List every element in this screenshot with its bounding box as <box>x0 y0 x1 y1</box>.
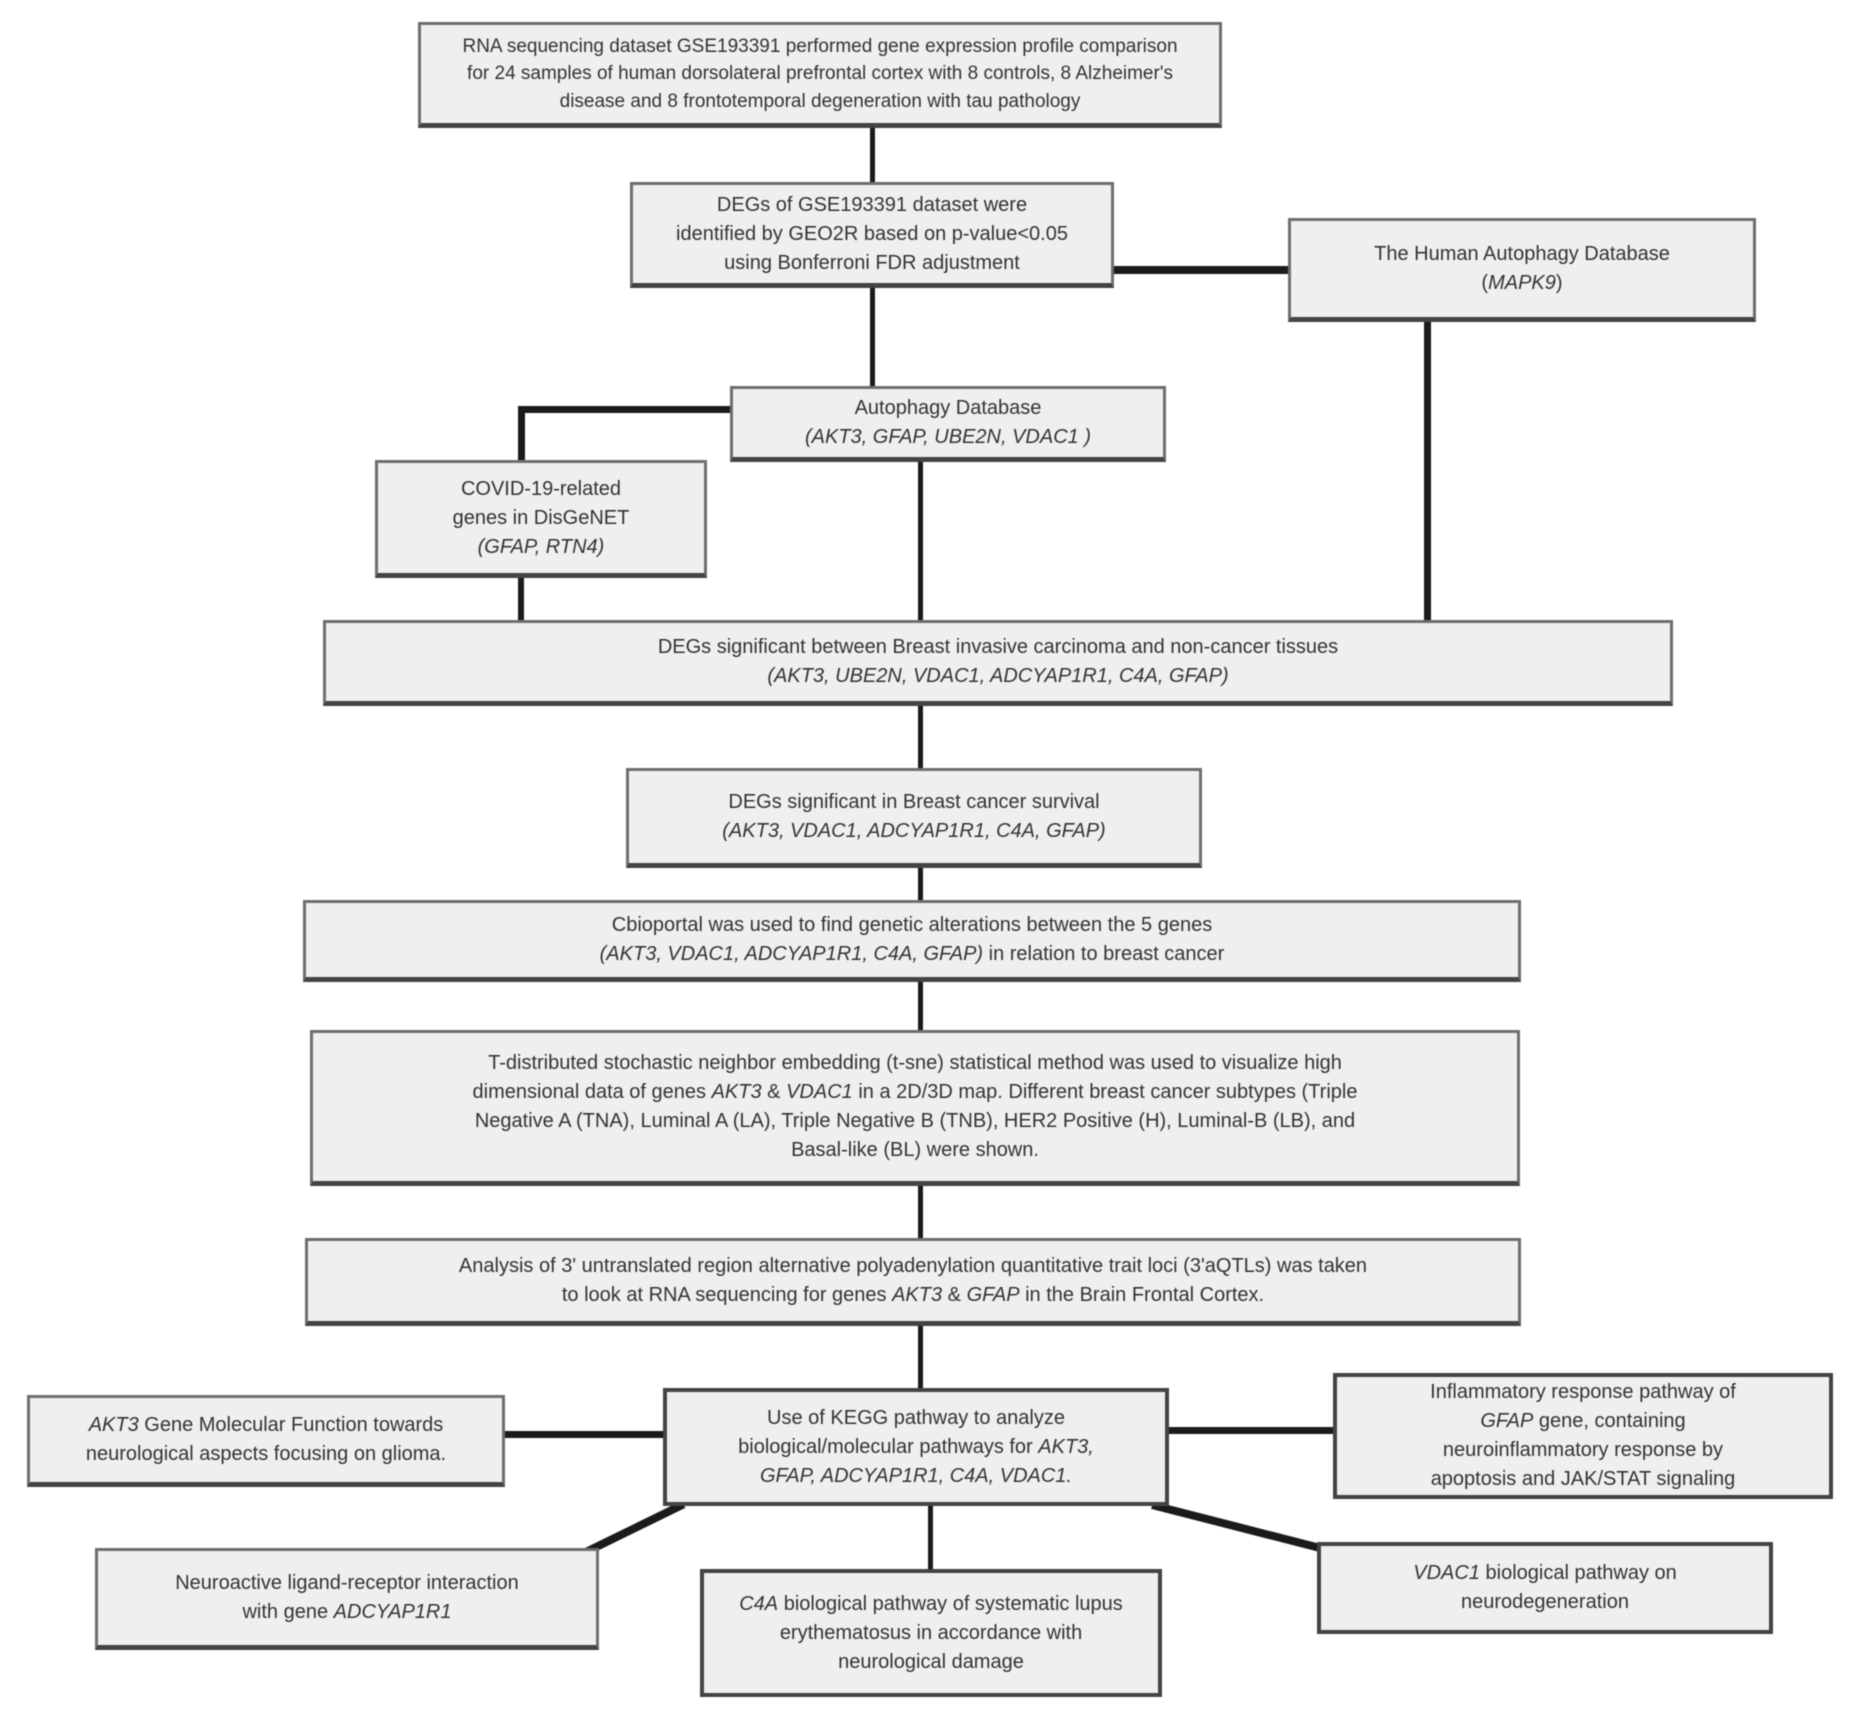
flow-box-tsne: T-distributed stochastic neighbor embedd… <box>310 1030 1520 1186</box>
flow-box-c4a-lupus: C4A biological pathway of systematic lup… <box>700 1569 1162 1697</box>
connector-survival-to-cbioportal <box>918 868 923 900</box>
connector-hadb-to-brca <box>1424 322 1431 620</box>
flow-box-aqtl-analysis: Analysis of 3' untranslated region alter… <box>305 1238 1521 1326</box>
connector-kegg-to-vdac1 <box>1151 1501 1329 1554</box>
flow-box-human-autophagy-db: The Human Autophagy Database(MAPK9) <box>1288 218 1756 322</box>
connector-aqtl-to-kegg <box>918 1326 923 1388</box>
connector-geo2r-to-hadb <box>1114 266 1289 274</box>
connector-akt3-to-kegg <box>505 1431 663 1438</box>
connector-rna-to-geo2r <box>870 128 875 182</box>
flow-box-autophagy-database: Autophagy Database(AKT3, GFAP, UBE2N, VD… <box>730 386 1166 462</box>
connector-geo2r-to-autophagy <box>870 288 875 386</box>
connector-autophagy-to-covid-horizontal <box>518 406 730 413</box>
connector-kegg-to-inflam <box>1169 1427 1333 1434</box>
connector-kegg-to-c4a <box>928 1506 933 1569</box>
connector-autophagy-to-covid-vertical <box>518 406 525 460</box>
flow-box-cbioportal: Cbioportal was used to find genetic alte… <box>303 900 1521 982</box>
flow-box-degs-breast-carcinoma: DEGs significant between Breast invasive… <box>323 620 1673 706</box>
flow-box-degs-survival: DEGs significant in Breast cancer surviv… <box>626 768 1202 868</box>
connector-cbioportal-to-tsne <box>918 982 923 1030</box>
flow-box-rna-dataset: RNA sequencing dataset GSE193391 perform… <box>418 22 1222 128</box>
connector-kegg-to-neuro <box>580 1500 686 1558</box>
connector-covid-to-brca <box>518 578 524 620</box>
connector-autophagy-to-brca <box>918 462 923 620</box>
connector-tsne-to-aqtl <box>918 1186 923 1238</box>
connector-brca-to-survival <box>918 706 923 768</box>
